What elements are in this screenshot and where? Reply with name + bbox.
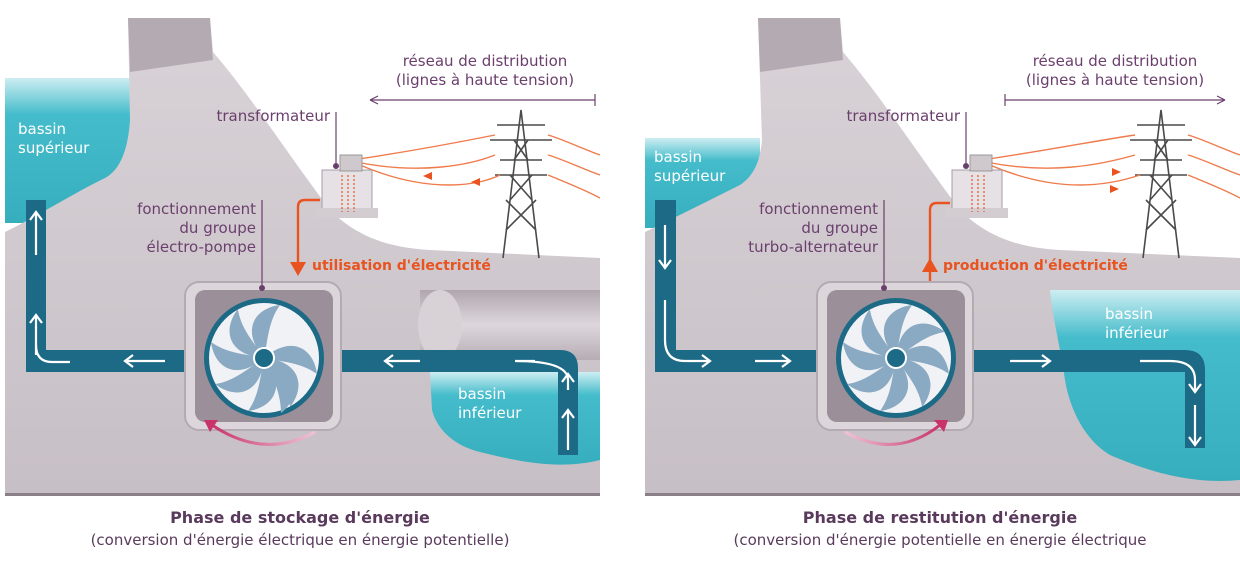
water-flow-arrows xyxy=(29,210,575,450)
power-wire-arrow xyxy=(290,262,306,276)
electricity-usage-label: utilisation d'électricité xyxy=(312,258,491,274)
network-label: réseau de distribution(lignes à haute te… xyxy=(395,52,575,89)
penstock-pipes xyxy=(26,200,578,455)
restitution-phase-subtitle: (conversion d'énergie potentielle en éne… xyxy=(733,531,1147,549)
line-flow-arrow-1 xyxy=(1112,168,1121,176)
network-label: réseau de distribution(lignes à haute te… xyxy=(1025,52,1205,89)
rotation-arrow xyxy=(211,423,316,446)
leader-lines xyxy=(883,94,1226,285)
restitution-phase-title: Phase de restitution d'énergie xyxy=(802,508,1078,527)
rotation-arrowhead xyxy=(204,420,218,432)
turbine-hub xyxy=(253,347,275,369)
power-wire xyxy=(928,201,950,290)
penstock-pipes xyxy=(655,200,1205,448)
machine-leader-dot xyxy=(881,285,887,291)
turbine-blades xyxy=(211,305,317,414)
transformer-leader-dot xyxy=(963,163,969,169)
transformer-label: transformateur xyxy=(846,107,960,125)
dam-crest xyxy=(758,18,843,72)
line-flow-arrow-2 xyxy=(471,178,480,186)
power-pylon xyxy=(1130,109,1192,259)
line-flow-arrow-1 xyxy=(423,172,432,180)
transformer-box xyxy=(951,169,1003,213)
storage-phase-panel: réseau de distribution(lignes à haute te… xyxy=(0,0,600,569)
transformer-top xyxy=(339,154,363,172)
restitution-diagram xyxy=(645,18,1240,496)
storage-phase-title: Phase de stockage d'énergie xyxy=(170,508,430,527)
restitution-phase-panel: réseau de distribution(lignes à haute te… xyxy=(640,0,1240,569)
transformer-box xyxy=(321,169,373,213)
power-pylon xyxy=(490,109,552,259)
lower-basin-water xyxy=(430,372,600,465)
ground-base xyxy=(645,493,1240,496)
leader-lines xyxy=(261,94,596,285)
machine-leader-dot xyxy=(259,285,265,291)
distribution-lines xyxy=(981,134,1240,199)
transformer-top xyxy=(969,154,993,172)
transformer-base xyxy=(316,208,378,218)
electricity-production-label: production d'électricité xyxy=(943,258,1128,274)
ground-base xyxy=(5,493,600,496)
transformer-label: transformateur xyxy=(216,107,330,125)
turbine-blades xyxy=(843,305,949,411)
dam-crest xyxy=(128,18,213,72)
rotation-arrow xyxy=(844,423,941,446)
tunnel-mouth xyxy=(418,290,462,360)
power-wire xyxy=(296,198,320,268)
storage-diagram xyxy=(5,18,600,496)
rotation-arrowhead xyxy=(934,420,948,432)
power-wire-arrow xyxy=(922,258,938,272)
transformer-leader-dot xyxy=(333,163,339,169)
turbine-hub xyxy=(885,347,907,369)
storage-phase-subtitle: (conversion d'énergie électrique en éner… xyxy=(90,531,510,549)
water-flow-arrows xyxy=(658,225,1202,447)
distribution-lines xyxy=(351,134,600,199)
line-flow-arrow-2 xyxy=(1110,185,1119,193)
transformer-base xyxy=(946,208,1008,218)
